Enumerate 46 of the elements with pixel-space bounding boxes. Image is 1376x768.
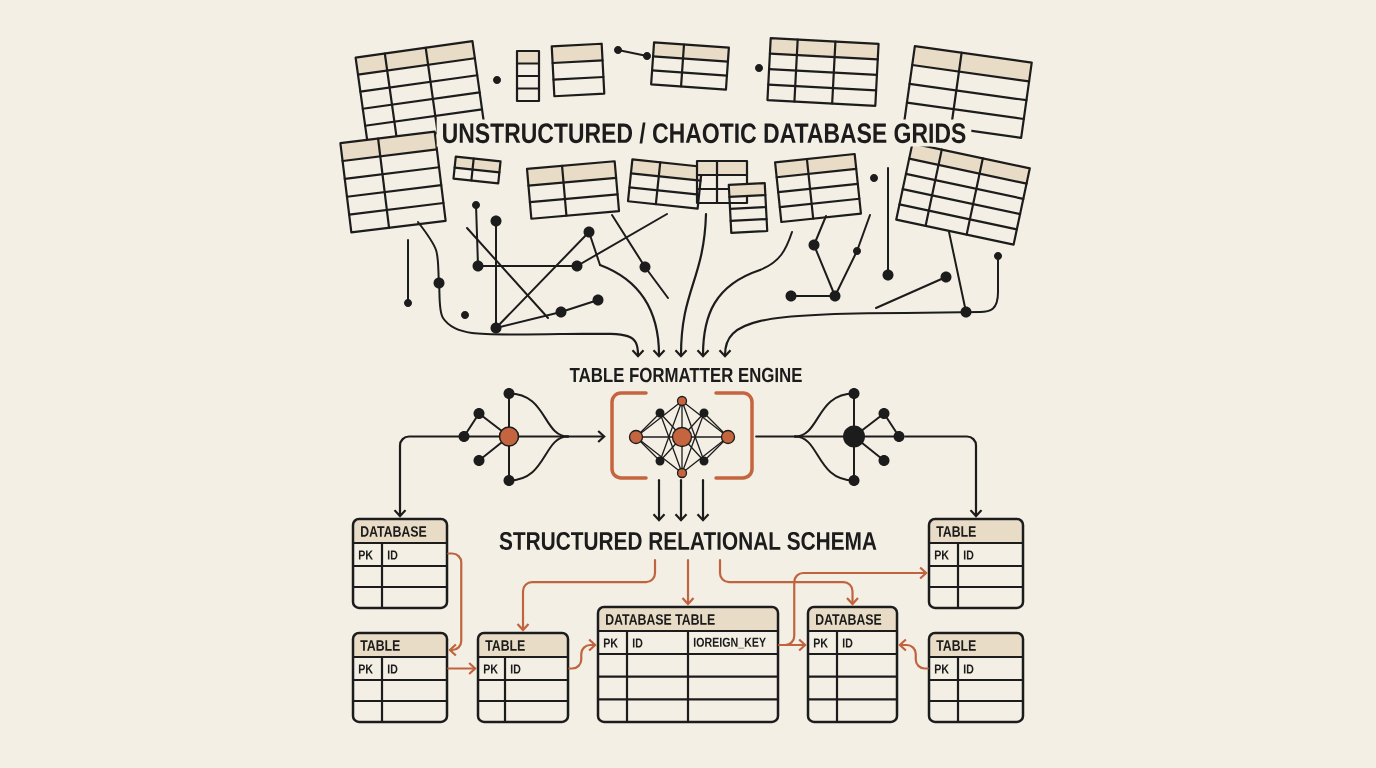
key-label: PK: [934, 664, 949, 674]
section-heading: TABLE FORMATTER ENGINE: [569, 367, 802, 383]
arrow: [696, 268, 762, 358]
arrow: [558, 332, 645, 358]
key-label: PK: [934, 550, 949, 560]
arrow: [393, 435, 461, 518]
table-header: TABLE: [930, 634, 1022, 657]
arrow: [696, 479, 710, 522]
arrow: [681, 559, 695, 606]
field-label: ID: [387, 550, 398, 560]
arrow: [718, 559, 859, 606]
key-label: PK: [603, 638, 618, 648]
hub-network-icon: [794, 388, 905, 486]
arrow: [567, 430, 606, 443]
arrow: [447, 662, 477, 675]
key-label: PK: [483, 664, 498, 674]
field-label: IOREIGN_KEY: [693, 637, 766, 649]
arrow: [674, 212, 708, 358]
arrow: [778, 638, 807, 652]
table-header: TABLE: [930, 520, 1022, 543]
table-header: TABLE: [479, 634, 567, 657]
field-label: ID: [842, 638, 853, 648]
arrow: [904, 435, 983, 518]
field-label: ID: [963, 550, 974, 560]
field-label: ID: [387, 664, 398, 674]
arrow: [674, 479, 688, 522]
field-label: ID: [510, 664, 521, 674]
section-heading: STRUCTURED RELATIONAL SCHEMA: [499, 532, 877, 550]
key-label: PK: [358, 550, 373, 560]
field-label: ID: [963, 664, 974, 674]
arrow: [516, 559, 657, 632]
arrow: [652, 479, 666, 522]
arrow: [598, 263, 666, 358]
table-header: DATABASE TABLE: [599, 608, 777, 631]
section-heading: UNSTRUCTURED / CHAOTIC DATABASE GRIDS: [436, 119, 972, 147]
table-header: DATABASE: [809, 608, 896, 631]
key-label: PK: [813, 638, 828, 648]
table-header: TABLE: [354, 634, 446, 657]
key-label: PK: [358, 664, 373, 674]
field-label: ID: [632, 638, 643, 648]
arrow: [898, 638, 929, 670]
arrow: [568, 638, 597, 670]
arrow: [718, 311, 907, 358]
hub-network-icon: [458, 388, 569, 486]
table-header: DATABASE: [354, 520, 446, 543]
arrow: [447, 552, 463, 657]
